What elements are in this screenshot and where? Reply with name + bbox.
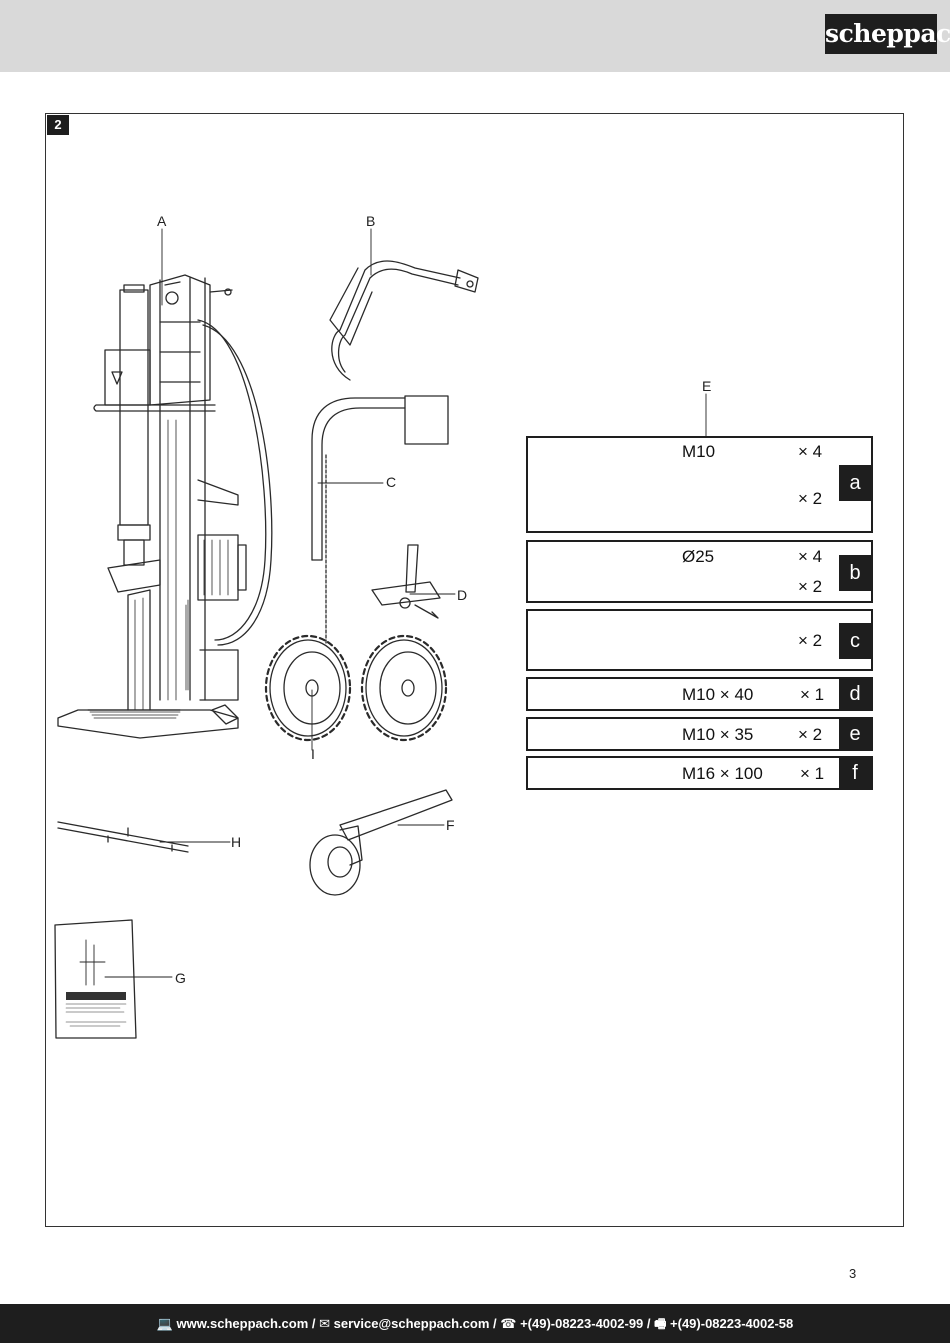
- log-splitter-drawing: [57, 274, 273, 739]
- wheel-frame-drawing: [311, 395, 449, 646]
- hardware-qty: × 4: [798, 547, 823, 566]
- hardware-letter-badge: e: [839, 719, 871, 749]
- wheels-drawing: [264, 634, 448, 742]
- fax-icon: 🖷: [654, 1316, 671, 1331]
- hardware-size: Ø25: [682, 547, 715, 566]
- hardware-size: M10 × 40: [682, 685, 754, 704]
- label-d: D: [457, 587, 468, 603]
- hardware-box-e: M10 × 35 × 2 e: [526, 717, 873, 751]
- computer-icon: 💻: [156, 1316, 177, 1331]
- figure-number-badge: 2: [47, 115, 69, 135]
- hardware-letter-badge: a: [839, 465, 871, 501]
- footer-contact-bar: 💻 www.scheppach.com / ✉ service@scheppac…: [0, 1304, 950, 1343]
- rod-drawing: [57, 821, 189, 853]
- hardware-qty: × 2: [798, 725, 823, 744]
- hardware-qty: × 2: [798, 489, 823, 508]
- phone-icon: ☎: [500, 1316, 521, 1331]
- footer-phone: +(49)-08223-4002-99: [520, 1316, 644, 1331]
- handle-drawing: [329, 260, 479, 381]
- hardware-qty: × 1: [800, 685, 825, 704]
- manual-drawing: [54, 919, 137, 1039]
- hardware-qty: × 1: [800, 764, 825, 783]
- label-e: E: [702, 378, 712, 394]
- label-b: B: [366, 213, 376, 229]
- label-f: F: [446, 817, 455, 833]
- pedal-drawing: [371, 544, 441, 619]
- hardware-letter-badge: d: [839, 679, 871, 709]
- hardware-size: M16 × 100: [682, 764, 763, 783]
- header-band: [0, 0, 950, 72]
- mail-icon: ✉: [319, 1316, 334, 1331]
- hardware-box-a: M10 × 4 × 2 a: [526, 436, 873, 533]
- footer-fax: +(49)-08223-4002-58: [670, 1316, 794, 1331]
- hardware-box-b: Ø25 × 4 × 2 b: [526, 540, 873, 603]
- label-i: I: [311, 746, 315, 762]
- figure-frame: [45, 113, 904, 1227]
- brand-logo: scheppach: [825, 14, 950, 54]
- hardware-size: M10 × 35: [682, 725, 754, 744]
- support-wheel-drawing: [309, 789, 453, 896]
- hardware-letter-badge: c: [839, 623, 871, 659]
- label-g: G: [175, 970, 186, 986]
- hardware-letter-badge: f: [839, 758, 871, 788]
- label-a: A: [157, 213, 167, 229]
- footer-separator: /: [308, 1316, 320, 1331]
- label-c: C: [386, 474, 397, 490]
- footer-separator: /: [643, 1316, 655, 1331]
- hardware-box-f: M16 × 100 × 1 f: [526, 756, 873, 790]
- hardware-size: M10: [682, 442, 716, 461]
- hardware-box-c: × 2 c: [526, 609, 873, 671]
- footer-website[interactable]: www.scheppach.com: [176, 1316, 309, 1331]
- hardware-qty: × 4: [798, 442, 823, 461]
- hardware-letter-badge: b: [839, 555, 871, 591]
- page-number: 3: [849, 1266, 857, 1281]
- hardware-box-d: M10 × 40 × 1 d: [526, 677, 873, 711]
- label-h: H: [231, 834, 242, 850]
- hardware-qty: × 2: [798, 577, 823, 596]
- hardware-qty: × 2: [798, 631, 823, 650]
- footer-email[interactable]: service@scheppach.com: [333, 1316, 490, 1331]
- footer-separator: /: [489, 1316, 501, 1331]
